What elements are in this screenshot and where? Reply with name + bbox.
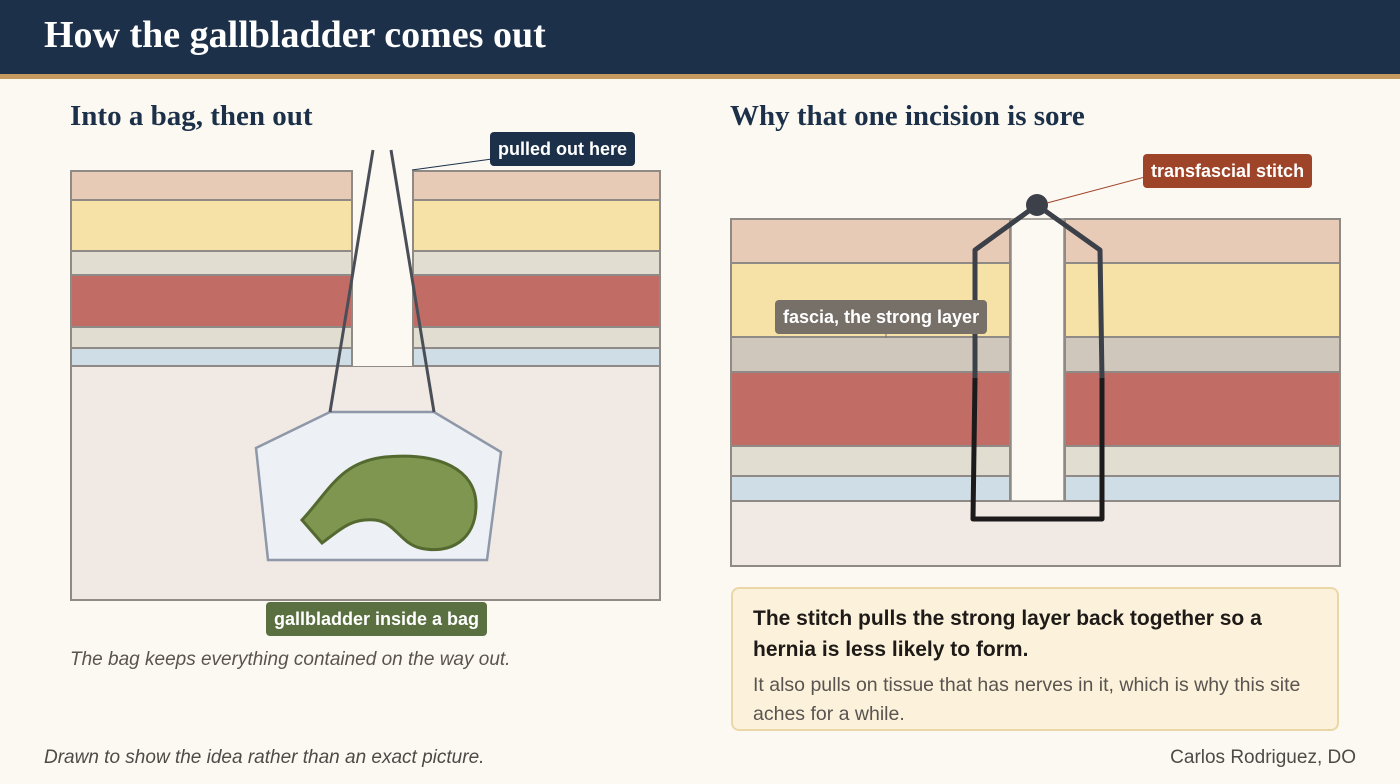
skin-layer-left (70, 170, 353, 201)
label-pulled-out-here: pulled out here (490, 132, 636, 166)
fascia-layer-left (70, 250, 353, 276)
peritoneum-left (70, 347, 353, 367)
right-diagram (730, 176, 1341, 567)
peritoneum-r-right (1064, 475, 1341, 502)
footer-author: Carlos Rodriguez, DO (1170, 747, 1356, 768)
right-panel-title: Why that one incision is sore (730, 100, 1085, 132)
muscle-layer-right (412, 274, 661, 328)
leader-line-stitch (1046, 176, 1146, 204)
header-bar: How the gallbladder comes out (0, 0, 1400, 79)
muscle-layer-r-left (730, 371, 1011, 447)
fat-layer-left (70, 199, 353, 252)
label-transfascial-stitch: transfascial stitch (1143, 154, 1313, 188)
bag-neck-right (389, 149, 436, 413)
peritoneum-right (412, 347, 661, 367)
skin-layer-r-left (730, 218, 1011, 264)
label-fascia-strong-layer: fascia, the strong layer (775, 300, 988, 334)
inner-fascia-r-right (1064, 445, 1341, 477)
skin-layer-r-right (1064, 218, 1341, 264)
info-strong-text: The stitch pulls the strong layer back t… (753, 607, 1262, 661)
inner-fascia-right (412, 326, 661, 349)
footer-note: Drawn to show the idea rather than an ex… (44, 747, 485, 768)
incision-channel-right (1010, 218, 1065, 502)
fascia-strong-r-right (1064, 336, 1341, 373)
left-diagram (70, 149, 661, 601)
muscle-layer-left (70, 274, 353, 328)
skin-layer-right (412, 170, 661, 201)
fat-layer-right (412, 199, 661, 252)
inner-fascia-r-left (730, 445, 1011, 477)
abdominal-cavity-right (730, 500, 1341, 567)
peritoneum-r-left (730, 475, 1011, 502)
left-panel-title: Into a bag, then out (70, 100, 313, 132)
info-sub-text: It also pulls on tissue that has nerves … (753, 674, 1301, 725)
stitch-lower (970, 377, 1105, 522)
page-title: How the gallbladder comes out (44, 14, 546, 56)
label-gallbladder-in-bag: gallbladder inside a bag (266, 602, 488, 636)
leader-line-pulled-out (411, 158, 493, 171)
incision-channel (353, 160, 412, 366)
bag-neck-left (328, 149, 375, 413)
info-box: The stitch pulls the strong layer back t… (731, 587, 1339, 731)
fascia-strong-r-left (730, 336, 1011, 373)
left-caption: The bag keeps everything contained on th… (70, 649, 511, 670)
gallbladder (299, 454, 478, 552)
stitch-knot (1026, 194, 1048, 216)
fat-layer-r-right (1064, 262, 1341, 338)
fascia-layer-right (412, 250, 661, 276)
inner-fascia-left (70, 326, 353, 349)
muscle-layer-r-right (1064, 371, 1341, 447)
